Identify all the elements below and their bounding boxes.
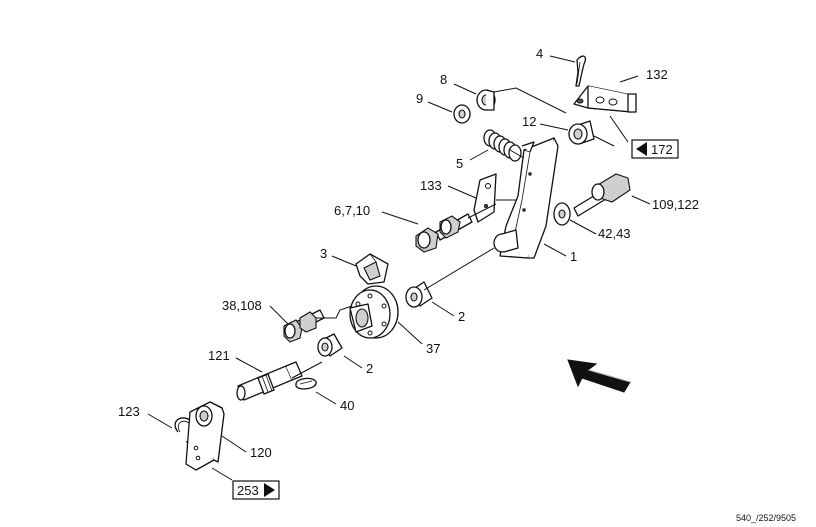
callout-37: 37: [426, 341, 440, 356]
callout-1: 1: [570, 249, 577, 264]
callout-38-108: 38,108: [222, 298, 262, 313]
part-1-pedal-lever: [493, 137, 559, 259]
part-5-spring: [483, 129, 522, 162]
part-6-7-10-bolt: [415, 213, 473, 253]
part-12-bushing: [568, 120, 595, 145]
callout-109-122: 109,122: [652, 197, 699, 212]
callout-40: 40: [340, 398, 354, 413]
ref-253-label: 253: [237, 483, 259, 498]
part-3-clip: [355, 253, 389, 285]
callout-42-43: 42,43: [598, 226, 631, 241]
part-4-cotter-pin: [575, 55, 587, 87]
arrow-right-icon: [264, 483, 275, 497]
callout-2-upper: 2: [458, 309, 465, 324]
callout-leaders: [147, 55, 651, 481]
part-2-lower-bushing: [317, 333, 343, 357]
part-133-small-bracket: [473, 173, 497, 223]
part-109-122-bolt: [553, 173, 631, 226]
callout-133: 133: [420, 178, 442, 193]
callout-132: 132: [646, 67, 668, 82]
callout-3: 3: [320, 246, 327, 261]
part-132-bracket: [573, 85, 637, 113]
callout-120: 120: [250, 445, 272, 460]
callout-4: 4: [536, 46, 543, 61]
callout-121: 121: [208, 348, 230, 363]
ref-172-label: 172: [651, 142, 673, 157]
callout-2-lower: 2: [366, 361, 373, 376]
part-120-lever-arm: [185, 401, 225, 471]
part-121-shaft: [236, 361, 303, 401]
arrow-left-icon: [636, 142, 647, 156]
drawing-code: 540_/252/9505: [736, 513, 796, 523]
part-40-key: [295, 377, 317, 390]
part-2-upper-bushing: [405, 281, 433, 308]
callout-5: 5: [456, 156, 463, 171]
assembly-lines: [291, 87, 615, 379]
part-37-flange-hub: [349, 285, 399, 339]
callout-9: 9: [416, 91, 423, 106]
ref-box-172[interactable]: 172: [631, 139, 679, 159]
part-9-washer: [453, 104, 471, 124]
callout-6-7-10: 6,7,10: [334, 203, 370, 218]
callout-123: 123: [118, 404, 140, 419]
callout-12: 12: [522, 114, 536, 129]
assembly-direction-arrow: [567, 359, 631, 393]
callout-8: 8: [440, 72, 447, 87]
ref-box-253[interactable]: 253: [232, 480, 280, 500]
callout-labels: 4 132 8 9 12 5 133 109,122 6,7,10 42,43 …: [118, 46, 699, 460]
part-38-108-bolt: [283, 309, 325, 343]
part-8-bushing: [476, 89, 496, 111]
